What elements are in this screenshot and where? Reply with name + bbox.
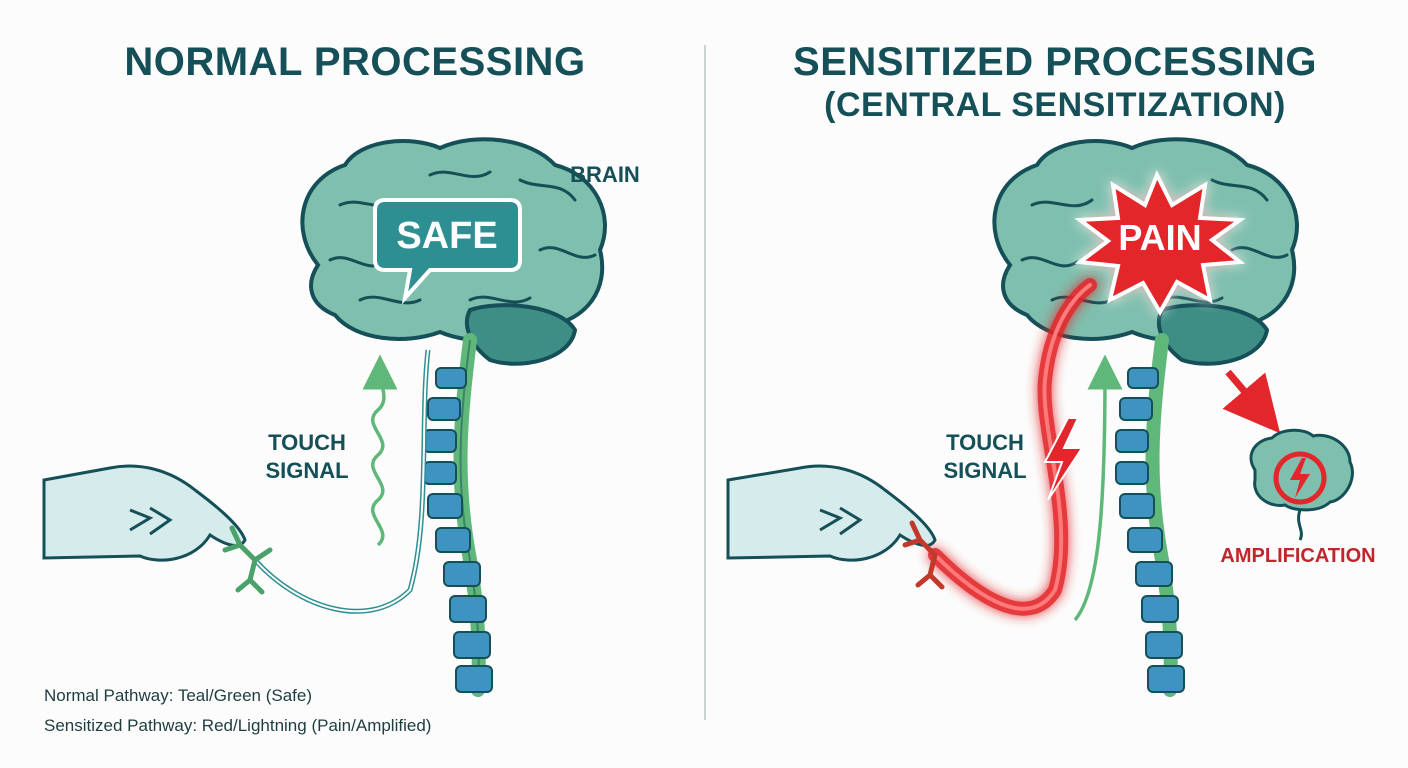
left-touch-label-2: SIGNAL — [265, 458, 348, 483]
legend-normal-pathway: Normal Pathway: Teal/Green (Safe) — [44, 686, 313, 705]
pain-text: PAIN — [1118, 217, 1201, 258]
legend-sensitized-pathway: Sensitized Pathway: Red/Lightning (Pain/… — [44, 716, 432, 735]
left-receptor — [222, 525, 273, 595]
left-touch-label-1: TOUCH — [268, 430, 346, 455]
right-touch-label-2: SIGNAL — [943, 458, 1026, 483]
left-panel-title: NORMAL PROCESSING — [124, 40, 586, 84]
lightning-bolt — [1043, 417, 1084, 501]
amplification-label: AMPLIFICATION — [1220, 545, 1375, 567]
brain-label: BRAIN — [570, 162, 640, 187]
right-panel-subtitle: (CENTRAL SENSITIZATION) — [824, 86, 1286, 124]
left-wavy-signal — [362, 354, 398, 547]
safe-text: SAFE — [396, 215, 497, 257]
right-green-pathway — [1073, 354, 1123, 622]
right-panel-title: SENSITIZED PROCESSING — [793, 40, 1317, 84]
pain-burst — [1074, 170, 1246, 317]
right-receptor — [902, 520, 945, 590]
right-touch-label-1: TOUCH — [946, 430, 1024, 455]
amplification-arrow — [1222, 369, 1281, 434]
right-hand — [726, 464, 937, 562]
right-spine — [1115, 333, 1185, 697]
left-spine — [423, 333, 493, 697]
left-hand — [42, 464, 247, 562]
amplification-brain-icon — [1249, 428, 1354, 541]
left-safe-bubble — [373, 198, 522, 305]
